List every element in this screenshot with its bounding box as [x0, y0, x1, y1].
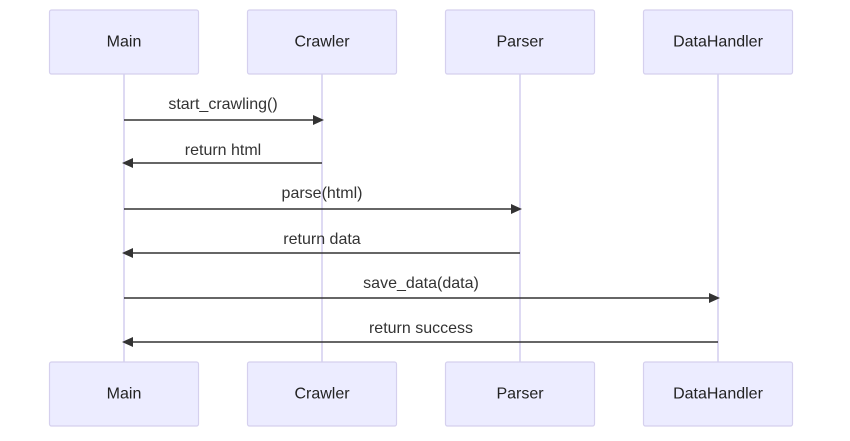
actor-label: Crawler — [294, 386, 350, 403]
actor-crawler-top: Crawler — [246, 9, 398, 75]
arrowhead-left-icon — [122, 158, 133, 168]
actor-label: Parser — [496, 34, 544, 51]
arrowhead-left-icon — [122, 248, 133, 258]
message-label: start_crawling() — [168, 96, 277, 113]
actor-box — [642, 361, 794, 427]
messages: start_crawling() return html parse(html)… — [122, 96, 720, 347]
message-label: return html — [185, 142, 261, 159]
arrowhead-right-icon — [709, 293, 720, 303]
message-save-data: save_data(data) — [124, 275, 720, 303]
message-label: parse(html) — [282, 185, 363, 202]
message-label: return data — [283, 231, 360, 248]
actor-box — [48, 361, 200, 427]
bottom-actors: Main Crawler Parser DataHandler — [48, 361, 794, 427]
actor-label: Main — [107, 386, 142, 403]
actor-label: Main — [107, 34, 142, 51]
lifelines — [123, 74, 719, 362]
actor-box — [246, 9, 398, 75]
message-parse: parse(html) — [124, 185, 522, 214]
message-label: save_data(data) — [363, 275, 479, 292]
actor-box — [444, 361, 596, 427]
actor-crawler-bottom: Crawler — [246, 361, 398, 427]
actor-datahandler-top: DataHandler — [642, 9, 794, 75]
actor-main-top: Main — [48, 9, 200, 75]
actor-datahandler-bottom: DataHandler — [642, 361, 794, 427]
message-return-html: return html — [122, 142, 322, 168]
actor-box — [48, 9, 200, 75]
actor-box — [246, 361, 398, 427]
actor-parser-bottom: Parser — [444, 361, 596, 427]
top-actors: Main Crawler Parser DataHandler — [48, 9, 794, 75]
actor-main-bottom: Main — [48, 361, 200, 427]
arrowhead-right-icon — [313, 115, 324, 125]
message-return-success: return success — [122, 320, 718, 347]
arrowhead-left-icon — [122, 337, 133, 347]
message-label: return success — [369, 320, 473, 337]
arrowhead-right-icon — [511, 204, 522, 214]
actor-parser-top: Parser — [444, 9, 596, 75]
actor-label: Crawler — [294, 34, 350, 51]
actor-label: DataHandler — [673, 34, 764, 51]
actor-box — [642, 9, 794, 75]
actor-label: DataHandler — [673, 386, 764, 403]
message-return-data: return data — [122, 231, 520, 258]
message-start-crawling: start_crawling() — [124, 96, 324, 125]
actor-label: Parser — [496, 386, 544, 403]
actor-box — [444, 9, 596, 75]
